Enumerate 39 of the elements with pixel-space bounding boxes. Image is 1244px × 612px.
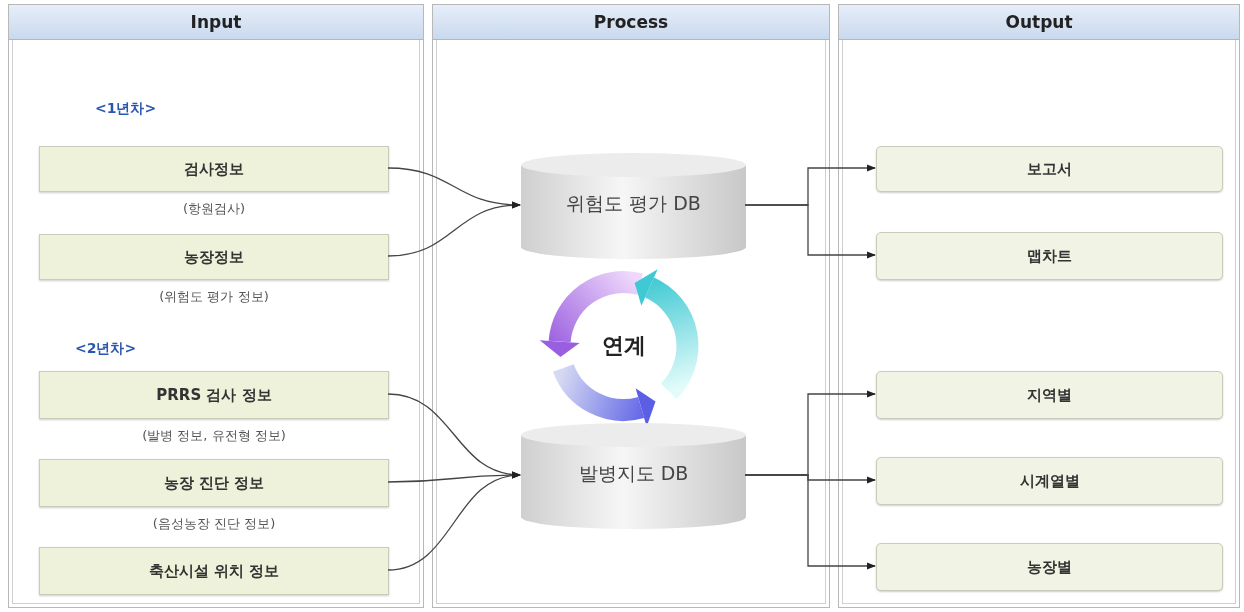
connector-arrow bbox=[387, 201, 521, 257]
input-box bbox=[39, 371, 389, 419]
connector-arrow bbox=[387, 472, 521, 571]
box-caption: (발병 정보, 유전형 정보) bbox=[142, 427, 286, 445]
box-label: 농장정보 bbox=[184, 247, 244, 267]
box-label: 검사정보 bbox=[184, 159, 244, 179]
output-box bbox=[876, 371, 1223, 419]
input-box bbox=[39, 547, 389, 595]
column-panel bbox=[8, 4, 424, 608]
column-panel bbox=[432, 4, 830, 608]
database-label: 위험도 평가 DB bbox=[565, 191, 702, 216]
column-header: Output bbox=[839, 5, 1239, 40]
box-label: 시계열별 bbox=[1019, 471, 1080, 491]
year-label: <2년차> bbox=[75, 340, 137, 358]
cycle-label: 연계 bbox=[600, 332, 647, 360]
box-label: 맵차트 bbox=[1027, 246, 1072, 266]
output-box bbox=[876, 543, 1223, 591]
output-box bbox=[876, 146, 1223, 192]
box-caption: (항원검사) bbox=[182, 200, 246, 218]
input-box bbox=[39, 146, 389, 192]
input-box bbox=[39, 459, 389, 507]
year-label: <1년차> bbox=[95, 100, 157, 118]
box-label: 지역별 bbox=[1027, 385, 1072, 405]
connector-arrow bbox=[744, 474, 876, 570]
box-label: PRRS 검사 정보 bbox=[156, 385, 272, 405]
box-label: 농장별 bbox=[1027, 557, 1072, 577]
box-label: 보고서 bbox=[1027, 159, 1072, 179]
column-header: Input bbox=[9, 5, 423, 40]
output-box bbox=[876, 457, 1223, 505]
connector-arrow bbox=[744, 204, 876, 259]
box-label: 농장 진단 정보 bbox=[163, 473, 265, 493]
box-caption: (음성농장 진단 정보) bbox=[152, 515, 276, 533]
database-label: 발병지도 DB bbox=[577, 461, 690, 486]
column-header: Process bbox=[433, 5, 829, 40]
output-box bbox=[876, 232, 1223, 280]
input-box bbox=[39, 234, 389, 280]
box-caption: (위험도 평가 정보) bbox=[159, 288, 269, 306]
column-panel bbox=[838, 4, 1240, 608]
box-label: 축산시설 위치 정보 bbox=[148, 561, 280, 581]
